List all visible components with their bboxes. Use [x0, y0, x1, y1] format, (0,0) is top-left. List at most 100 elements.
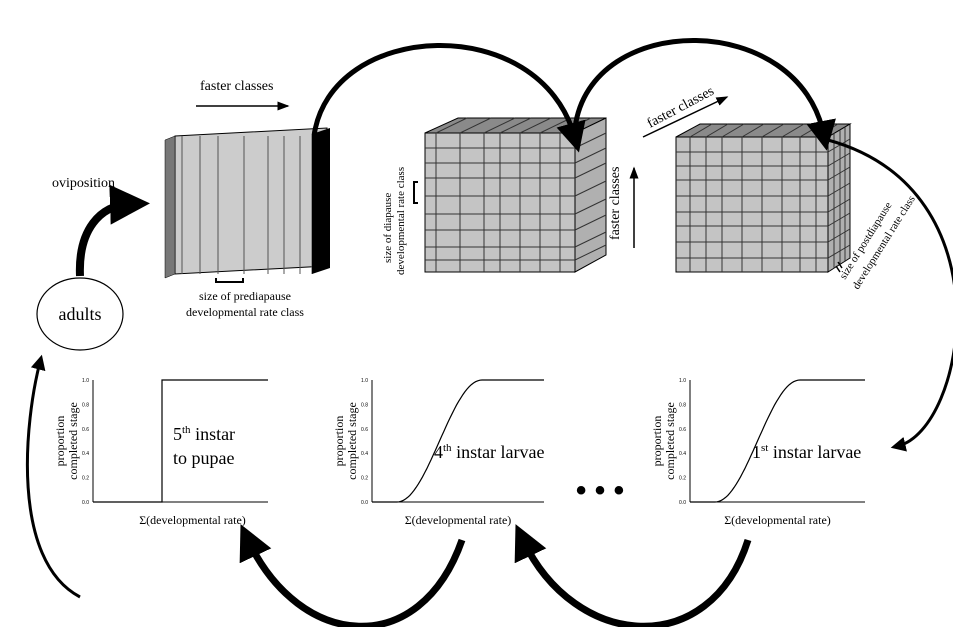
- stage-title-rest: instar larvae: [452, 442, 545, 462]
- cdf-curve: [93, 379, 268, 503]
- oviposition-arrow: [75, 184, 150, 277]
- cube3-side-line: [827, 212, 851, 227]
- stage-title-rest: instar: [191, 424, 236, 444]
- cube2-side-line: [574, 231, 607, 248]
- cube3-top-line: [741, 123, 765, 138]
- stage-title-number: 5: [173, 424, 182, 444]
- arc-arrow-cube2-to-cube3: [572, 38, 836, 151]
- faster-classes-label-3: faster classes: [608, 167, 623, 240]
- cube2-side-line: [574, 198, 607, 215]
- x-axis-label: Σ(developmental rate): [405, 513, 512, 527]
- y-axis-label-line2: completed stage: [345, 402, 359, 480]
- diapause-size-bracket: [413, 181, 418, 204]
- y-tick-label: 1.0: [82, 378, 89, 384]
- prediapause-size-bracket: [215, 278, 244, 283]
- y-tick-label: 0.4: [361, 451, 368, 457]
- stage-title-number: 1: [752, 442, 761, 462]
- diapause-cube: [424, 117, 607, 273]
- stage-title-rest: instar larvae: [768, 442, 861, 462]
- y-tick-label: 0.6: [361, 427, 368, 433]
- cube3-top-line: [705, 123, 729, 138]
- y-axis-label-line1: proportion: [53, 416, 67, 467]
- postdiapause-size-bracket: [835, 261, 843, 273]
- prediapause-size-label-line2: developmental rate class: [186, 305, 304, 319]
- arc-arrow-fourth-to-fifth: [239, 524, 466, 627]
- cube2-top-line: [519, 117, 552, 134]
- cube3-top-line: [761, 123, 785, 138]
- y-tick-label: 0.2: [679, 476, 686, 482]
- cube2-side-line: [574, 180, 607, 197]
- cube2-side-line: [574, 214, 607, 231]
- cube2-side-line: [574, 162, 607, 179]
- y-tick-label: 0.8: [82, 402, 89, 408]
- y-tick-label: 0.6: [679, 427, 686, 433]
- cube2-side-line: [574, 147, 607, 164]
- x-axis-label: Σ(developmental rate): [724, 513, 831, 527]
- stage-title-superscript: th: [182, 424, 191, 436]
- stage-title-superscript: st: [761, 442, 768, 454]
- y-tick-label: 0.6: [82, 427, 89, 433]
- cube3-side-line: [827, 152, 851, 167]
- arc-arrow-first-to-fourth: [514, 524, 752, 627]
- y-tick-label: 0.2: [82, 476, 89, 482]
- stage-title-superscript: th: [443, 442, 452, 454]
- cdf-curve: [372, 379, 544, 503]
- arc-arrow-cube3-to-first-instar: [827, 138, 953, 452]
- diapause-size-label-line2: developmental rate class: [395, 167, 407, 275]
- y-tick-label: 0.2: [361, 476, 368, 482]
- stage-title: 4th instar larvae: [434, 442, 545, 462]
- y-tick-label: 0.0: [361, 500, 368, 506]
- oviposition-label: oviposition: [52, 176, 115, 191]
- y-tick-label: 1.0: [361, 378, 368, 384]
- y-tick-label: 0.8: [679, 402, 686, 408]
- prediapause-size-label-line1: size of prediapause: [199, 289, 291, 303]
- y-axis-label-line2: completed stage: [663, 402, 677, 480]
- y-axis-label-line1: proportion: [650, 416, 664, 467]
- y-axis-label-line2: completed stage: [66, 402, 80, 480]
- cube2-top-line: [483, 117, 516, 134]
- cube2-top-line: [499, 117, 532, 134]
- postdiapause-cube: [675, 123, 852, 273]
- y-tick-label: 0.4: [82, 451, 89, 457]
- faster-classes-arrow-2: [642, 96, 729, 138]
- stage-title: 1st instar larvae: [752, 442, 861, 462]
- y-tick-label: 0.0: [82, 500, 89, 506]
- arc-arrow-cube1-to-cube2: [311, 43, 586, 153]
- prediapause-cube: [164, 127, 330, 279]
- cube3-side-line: [827, 182, 851, 197]
- cube3-side-line: [827, 198, 851, 213]
- y-axis-label-line1: proportion: [332, 416, 346, 467]
- cube3-top-line: [721, 123, 745, 138]
- cube3-side-line: [827, 228, 851, 243]
- stage-title: 5th instar: [173, 424, 235, 444]
- arc-arrow-fifth-instar-to-adults: [25, 354, 81, 599]
- y-tick-label: 0.4: [679, 451, 686, 457]
- faster-classes-label-1: faster classes: [200, 79, 273, 94]
- cube2-top-line: [435, 117, 468, 134]
- cube2-top-line: [459, 117, 492, 134]
- cube3-top-line: [781, 123, 805, 138]
- y-tick-label: 0.8: [361, 402, 368, 408]
- stage-title-number: 4: [434, 442, 443, 462]
- diapause-size-label-line1: size of diapause: [382, 193, 394, 263]
- x-axis-label: Σ(developmental rate): [139, 513, 246, 527]
- y-tick-label: 1.0: [679, 378, 686, 384]
- adults-label: adults: [59, 304, 102, 324]
- ellipsis-dots: • • •: [576, 474, 624, 507]
- y-tick-label: 0.0: [679, 500, 686, 506]
- cube3-top-line: [689, 123, 713, 138]
- stage-title-line2: to pupae: [173, 448, 234, 468]
- adults-ellipse: [36, 277, 124, 351]
- cube2-side-line: [574, 244, 607, 261]
- cube3-side-line: [827, 244, 851, 259]
- cdf-curve: [690, 379, 865, 503]
